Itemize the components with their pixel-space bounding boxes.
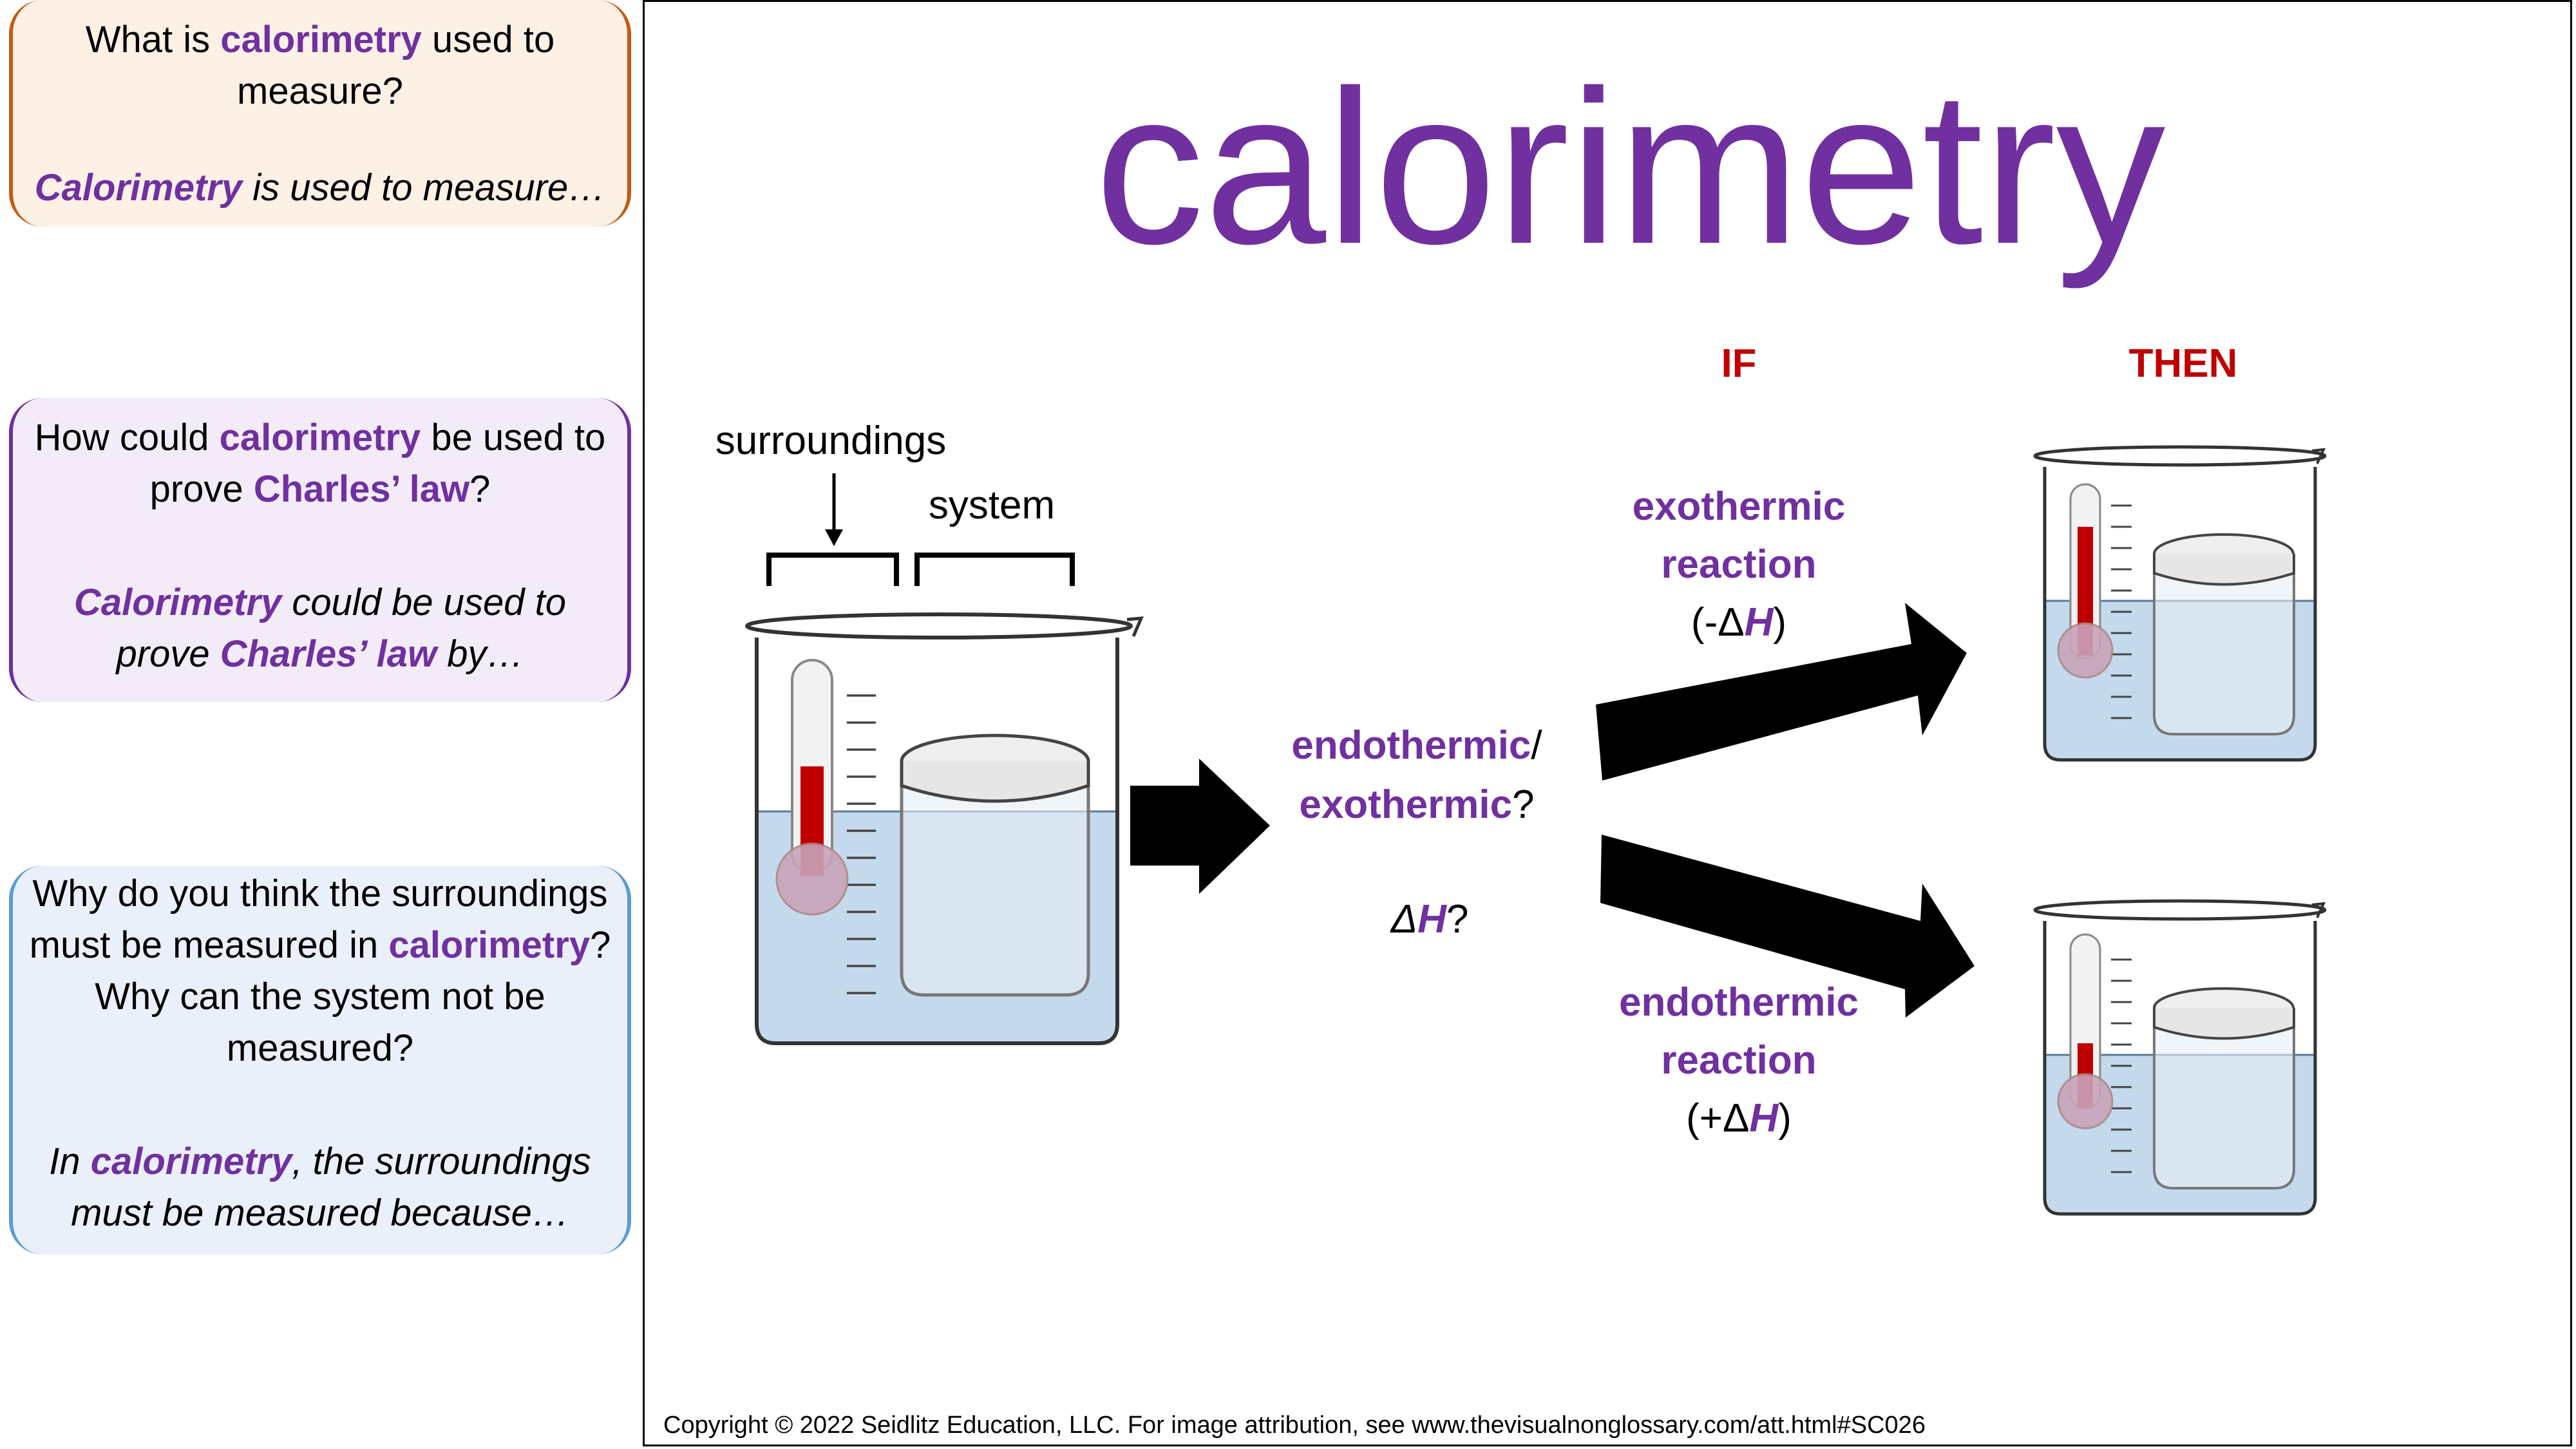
keyword: Calorimetry — [73, 582, 282, 623]
exothermic-label: exothermic reaction (-ΔH) — [1632, 484, 1846, 645]
up-arrow-icon — [1596, 603, 1967, 781]
page-title: calorimetry — [1095, 45, 2166, 290]
keyword: Calorimetry — [34, 167, 243, 209]
question-card-2: How could calorimetry be used to prove C… — [9, 398, 631, 702]
text-segment: In — [49, 1141, 91, 1182]
endothermic-label: endothermic reaction (+ΔH) — [1618, 980, 1859, 1141]
surroundings-label: surroundings — [715, 419, 947, 463]
copyright-notice: Copyright © 2022 Seidlitz Education, LLC… — [663, 1412, 1926, 1439]
text-segment: ? — [469, 468, 491, 510]
if-label: IF — [1721, 341, 1757, 386]
slide-frame — [643, 0, 2572, 1446]
text-segment: used to measure? — [237, 19, 555, 112]
central-beaker — [745, 612, 1144, 1045]
text-segment: ? Why can the system not be measured? — [95, 924, 611, 1069]
card-answer-prompt: Calorimetry is used to measure… — [13, 162, 627, 214]
text-segment: be used to prove — [149, 417, 606, 510]
question-card-1: What is calorimetry used to measure? Cal… — [9, 0, 631, 227]
card-answer-prompt: In calorimetry, the surroundings must be… — [13, 1136, 627, 1239]
exothermic-beaker — [2035, 447, 2325, 760]
card-question: Why do you think the surroundings must b… — [13, 868, 627, 1074]
keyword: calorimetry — [90, 1141, 292, 1182]
endo-exo-question: endothermic/ exothermic? — [1291, 723, 1542, 827]
text-segment: Why do you think the surroundings must b… — [29, 873, 608, 966]
delta-h-question: ΔH? — [1390, 897, 1469, 942]
text-segment: What is — [85, 19, 221, 61]
question-card-3: Why do you think the surroundings must b… — [9, 866, 631, 1255]
keyword: calorimetry — [388, 924, 591, 966]
text-segment: could be used to prove — [116, 582, 567, 675]
system-label: system — [928, 483, 1056, 527]
text-segment: is used to measure… — [242, 167, 606, 209]
keyword: Charles’ law — [253, 468, 470, 510]
down-arrow-icon — [825, 473, 843, 546]
card-question: How could calorimetry be used to prove C… — [13, 412, 627, 515]
surroundings-bracket — [766, 553, 1075, 586]
keyword: calorimetry — [220, 19, 422, 61]
card-question: What is calorimetry used to measure? — [13, 14, 627, 117]
keyword: Charles’ law — [220, 633, 437, 675]
then-label: THEN — [2128, 341, 2238, 386]
text-segment: by… — [437, 633, 524, 675]
text-segment: , the surroundings must be measured beca… — [71, 1141, 591, 1234]
down-right-arrow-icon — [1600, 835, 1975, 1018]
text-segment: How could — [34, 417, 220, 459]
right-arrow-icon — [1130, 759, 1270, 894]
endothermic-beaker — [2035, 901, 2325, 1214]
card-answer-prompt: Calorimetry could be used to prove Charl… — [13, 577, 627, 680]
keyword: calorimetry — [219, 417, 421, 459]
